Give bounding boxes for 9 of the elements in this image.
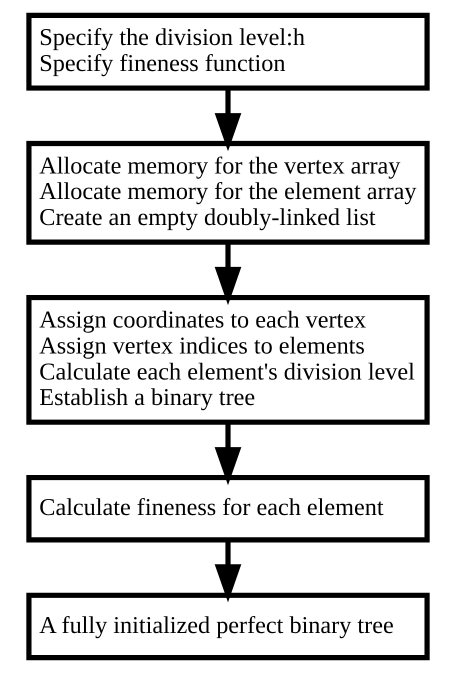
node-box: Specify the division level:h Specify fineness function bbox=[26, 12, 430, 91]
node-box: A fully initialized perfect binary tree bbox=[26, 592, 430, 660]
arrow bbox=[214, 88, 242, 152]
node-box: Assign coordinates to each vertex Assign vertex indices to elements Calculate each element's division level Establish a binary tree bbox=[26, 294, 430, 425]
node-box: Calculate fineness for each element bbox=[26, 474, 430, 542]
arrow bbox=[214, 422, 242, 486]
node-box: Allocate memory for the vertex array Allocate memory for the element array Create an empty doubly-linked list bbox=[26, 140, 430, 245]
arrow bbox=[214, 540, 242, 602]
arrow bbox=[214, 242, 242, 306]
